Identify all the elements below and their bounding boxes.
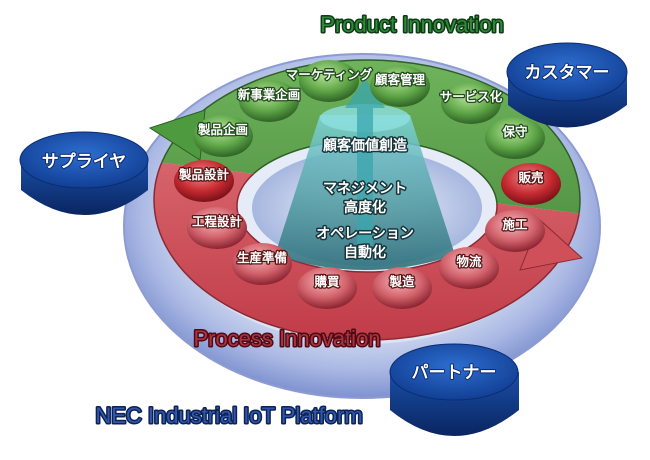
product-step[interactable]: 保守 bbox=[485, 117, 545, 159]
platform-title: NEC Industrial IoT Platform bbox=[95, 403, 362, 428]
customer-button[interactable]: カスタマー bbox=[506, 42, 628, 128]
product-step[interactable]: 新事業企画 bbox=[236, 80, 302, 122]
process-step[interactable]: 工程設計 bbox=[187, 207, 247, 249]
step-label: 販売 bbox=[518, 170, 544, 185]
step-button-shape bbox=[187, 207, 247, 249]
center-management-line2: 高度化 bbox=[344, 199, 386, 216]
step-label: 工程設計 bbox=[192, 214, 243, 229]
center-management-line1: マネジメント bbox=[323, 181, 407, 197]
center-operation-line1: オペレーション bbox=[316, 226, 414, 242]
step-label: 製造 bbox=[388, 274, 415, 289]
up-arrow-icon bbox=[345, 78, 385, 260]
step-label: 物流 bbox=[456, 254, 482, 269]
process-step[interactable]: 生産準備 bbox=[232, 243, 292, 285]
process-step[interactable]: 施工 bbox=[485, 210, 545, 252]
step-button-shape bbox=[239, 80, 299, 122]
product-step[interactable]: 顧客管理 bbox=[370, 65, 430, 107]
partner-label: パートナー bbox=[412, 363, 497, 383]
step-button-shape bbox=[232, 243, 292, 285]
process-innovation-title: Process Innovation bbox=[193, 326, 380, 351]
step-button-shape bbox=[439, 247, 499, 289]
step-label: マーケティング bbox=[286, 67, 373, 82]
process-step[interactable]: 製造 bbox=[372, 267, 432, 309]
customer-label: カスタマー bbox=[525, 63, 610, 83]
step-label: 生産準備 bbox=[237, 250, 288, 265]
center-customer-value: 顧客価値創造 bbox=[323, 137, 407, 154]
step-label: 保守 bbox=[501, 124, 528, 139]
step-button-shape bbox=[372, 267, 432, 309]
step-label: 購買 bbox=[313, 274, 340, 289]
step-button-shape bbox=[485, 210, 545, 252]
process-step[interactable]: 販売 bbox=[501, 163, 561, 205]
product-step[interactable]: サービス化 bbox=[438, 82, 504, 124]
supplier-button[interactable]: サプライヤ bbox=[19, 131, 149, 215]
step-label: 施工 bbox=[502, 217, 528, 232]
process-step[interactable]: 購買 bbox=[297, 267, 357, 309]
step-button-shape bbox=[299, 60, 359, 102]
step-button-shape bbox=[441, 82, 501, 124]
supplier-label: サプライヤ bbox=[42, 151, 127, 172]
step-button-shape bbox=[485, 117, 545, 159]
step-button-shape bbox=[501, 163, 561, 205]
product-innovation-title: Product Innovation bbox=[320, 12, 503, 37]
process-step[interactable]: 製品設計 bbox=[174, 160, 234, 202]
partner-button[interactable]: パートナー bbox=[389, 343, 519, 436]
step-label: 製品企画 bbox=[197, 122, 248, 137]
step-button-shape bbox=[297, 267, 357, 309]
step-label: 新事業企画 bbox=[238, 87, 301, 102]
step-button-shape bbox=[193, 115, 253, 157]
step-button-shape bbox=[174, 160, 234, 202]
step-label: サービス化 bbox=[440, 89, 503, 104]
step-button-shape bbox=[370, 65, 430, 107]
step-label: 顧客管理 bbox=[375, 72, 426, 87]
product-step[interactable]: 製品企画 bbox=[193, 115, 253, 157]
product-step[interactable]: マーケティング bbox=[284, 60, 374, 102]
center-operation-line2: 自動化 bbox=[344, 244, 386, 261]
step-label: 製品設計 bbox=[178, 167, 230, 182]
process-step[interactable]: 物流 bbox=[439, 247, 499, 289]
